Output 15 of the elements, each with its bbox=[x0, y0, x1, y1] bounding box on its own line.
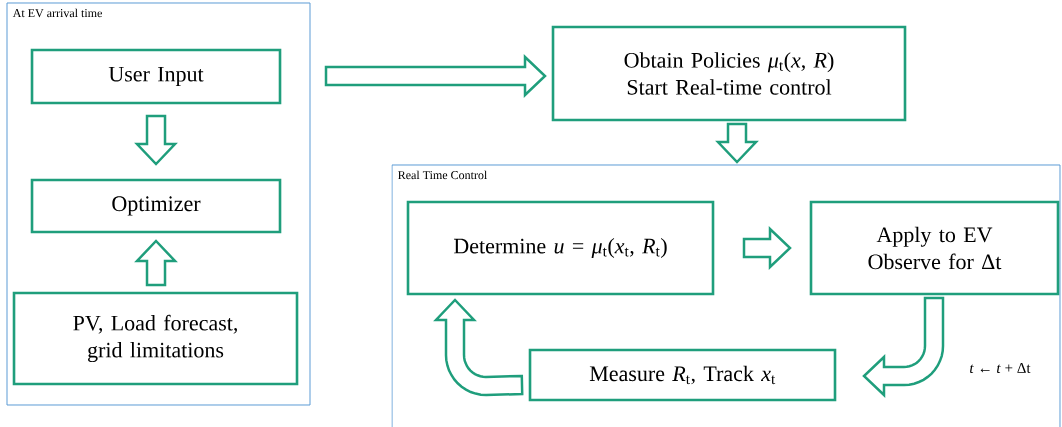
process-box: User Input bbox=[30, 48, 282, 105]
process-box: Apply to EV Observe for Δt bbox=[809, 200, 1060, 296]
process-box: Measure R$_{t}$, Track x$_{t}$ bbox=[528, 348, 837, 402]
block-arrow bbox=[324, 54, 547, 98]
block-arrow bbox=[433, 298, 524, 397]
process-box: Optimizer bbox=[30, 178, 282, 234]
block-arrow bbox=[134, 114, 178, 166]
process-box: Determine u = μ$_{t}$(x$_{t}$, R$_{t}$) bbox=[406, 200, 715, 296]
block-arrow bbox=[862, 296, 945, 398]
block-arrow bbox=[742, 226, 792, 270]
block-arrow bbox=[134, 239, 178, 287]
process-box: Obtain Policies μ$_{t}$(x, R) Start Real-time control bbox=[551, 25, 907, 122]
edge-label: t ← t + Δt bbox=[968, 361, 1032, 374]
block-arrow bbox=[715, 122, 759, 164]
process-box: PV, Load forecast, grid limitations bbox=[12, 291, 299, 386]
